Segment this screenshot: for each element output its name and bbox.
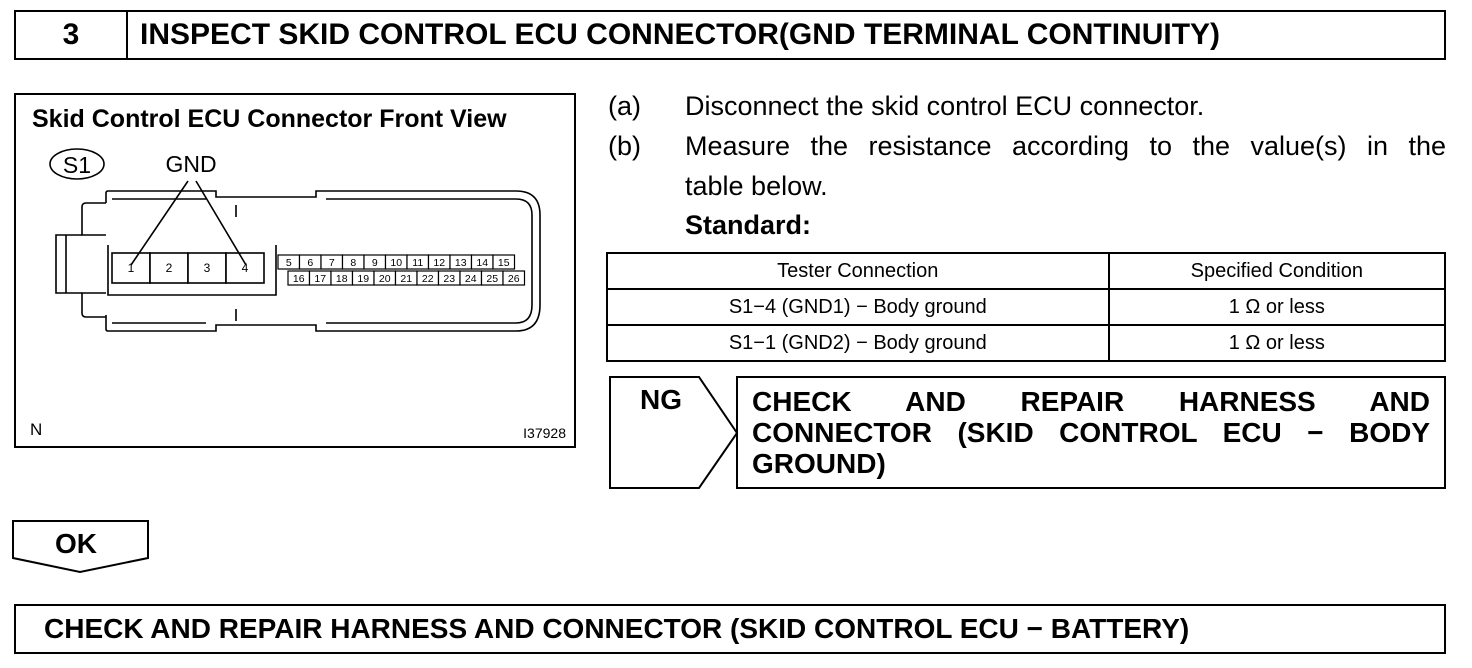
next-step-text: CHECK AND REPAIR HARNESS AND CONNECTOR (… xyxy=(44,613,1190,644)
small-pin xyxy=(492,254,516,270)
step-title: INSPECT SKID CONTROL ECU CONNECTOR(GND T… xyxy=(140,18,1221,51)
ng-action-box: CHECK AND REPAIR HARNESS AND CONNECTOR (… xyxy=(736,376,1446,489)
figure-title: Skid Control ECU Connector Front View xyxy=(32,105,507,133)
connector-id-label: S1 xyxy=(63,152,91,178)
spec-table: Tester Connection Specified Condition S1… xyxy=(606,252,1447,362)
small-pin-label: 23 xyxy=(443,273,455,285)
ng-label: NG xyxy=(640,384,682,415)
small-pin xyxy=(502,270,526,286)
table-cell: S1−4 (GND1) − Body ground xyxy=(606,288,1110,326)
small-pin-label: 5 xyxy=(286,257,292,269)
small-pin-label: 26 xyxy=(508,273,520,285)
small-pin-label: 16 xyxy=(293,273,305,285)
step-b-letter: (b) xyxy=(608,131,641,161)
small-pin-label: 17 xyxy=(314,273,326,285)
small-pin-label: 11 xyxy=(412,257,423,269)
small-pin-label: 7 xyxy=(329,257,335,269)
pin-3-label: 3 xyxy=(204,261,211,275)
table-cell: 1 Ω or less xyxy=(1107,288,1447,326)
standard-label: Standard: xyxy=(685,210,812,240)
pin-4-label: 4 xyxy=(242,261,249,275)
small-pin-label: 18 xyxy=(336,273,348,285)
table-row: S1−1 (GND2) − Body ground 1 Ω or less xyxy=(606,324,1447,362)
small-pin-label: 22 xyxy=(422,273,434,285)
small-pin-grid: 5 6 7 8 9 10 11 12 13 14 15 16 17 18 19 20 21 22 23 24 25 26 xyxy=(277,254,526,286)
small-pin-label: 19 xyxy=(357,273,369,285)
step-header: 3 INSPECT SKID CONTROL ECU CONNECTOR(GND… xyxy=(14,10,1446,60)
small-pin-label: 12 xyxy=(433,257,445,269)
small-pin-label: 6 xyxy=(307,257,313,269)
small-pin-label: 9 xyxy=(372,257,378,269)
ok-arrow-icon xyxy=(12,520,149,574)
connector-figure: 1 2 3 4 5 6 7 8 9 10 11 12 13 14 15 16 17 18 19 20 21 22 2… xyxy=(14,93,576,448)
pin-1-label: 1 xyxy=(128,261,135,275)
step-b-text: Measure the resistance according to the … xyxy=(685,131,1446,161)
step-a-letter: (a) xyxy=(608,91,641,121)
ng-action-text: CHECK AND REPAIR HARNESS AND CONNECTOR (… xyxy=(752,386,1430,479)
table-cell: 1 Ω or less xyxy=(1107,324,1447,362)
figure-corner-label: N xyxy=(30,420,43,439)
gnd-label: GND xyxy=(165,151,216,177)
step-b-text-cont: table below. xyxy=(685,171,828,201)
ng-arrow-icon xyxy=(609,376,739,489)
table-header-row: Tester Connection Specified Condition xyxy=(606,252,1447,290)
connector-diagram: 1 2 3 4 5 6 7 8 9 10 11 12 13 14 15 16 17 18 19 20 21 22 2… xyxy=(49,148,541,332)
step-a-text: Disconnect the skid control ECU connecto… xyxy=(685,91,1205,121)
table-cell: S1−1 (GND2) − Body ground xyxy=(606,324,1110,362)
table-header: Tester Connection xyxy=(606,252,1110,290)
next-step-box: CHECK AND REPAIR HARNESS AND CONNECTOR (… xyxy=(14,604,1446,654)
small-pin-label: 20 xyxy=(379,273,391,285)
small-pin-label: 13 xyxy=(455,257,467,269)
small-pin-label: 21 xyxy=(400,273,412,285)
step-number: 3 xyxy=(16,12,128,58)
ok-label: OK xyxy=(55,528,97,559)
table-header: Specified Condition xyxy=(1107,252,1447,290)
small-pin-label: 15 xyxy=(498,257,510,269)
small-pin-label: 24 xyxy=(465,273,477,285)
table-row: S1−4 (GND1) − Body ground 1 Ω or less xyxy=(606,288,1447,326)
small-pin-label: 25 xyxy=(486,273,498,285)
small-pin-label: 14 xyxy=(476,257,488,269)
figure-code: I37928 xyxy=(523,425,566,441)
small-pin-label: 8 xyxy=(350,257,356,269)
pin-2-label: 2 xyxy=(166,261,173,275)
small-pin-label: 10 xyxy=(390,257,402,269)
